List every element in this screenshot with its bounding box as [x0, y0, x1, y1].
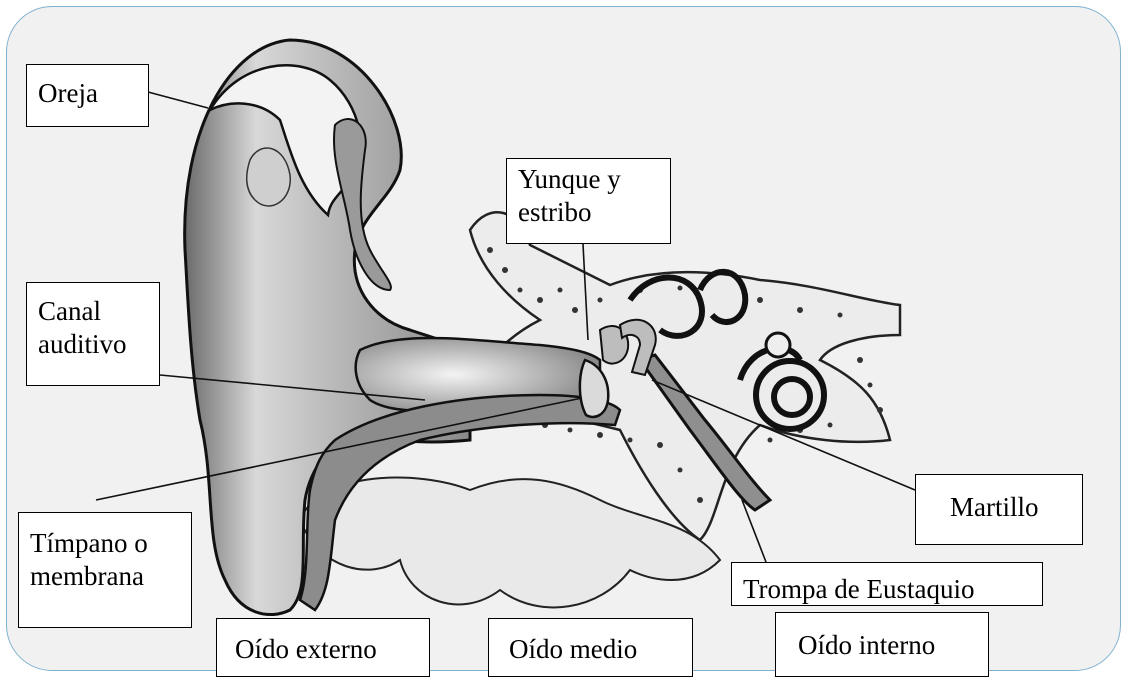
label-oido-externo-text: Oído externo [235, 633, 418, 666]
label-canal-line2: auditivo [38, 328, 148, 361]
label-timpano: Tímpano o membrana [18, 512, 192, 628]
lower-tissue [300, 478, 720, 608]
label-timpano-line2: membrana [30, 560, 180, 593]
leader-oreja [148, 92, 208, 108]
label-canal-line1: Canal [38, 295, 148, 328]
label-oreja: Oreja [26, 64, 149, 127]
label-canal-auditivo: Canal auditivo [26, 282, 160, 386]
label-yunque-estribo: Yunque y estribo [506, 158, 671, 244]
label-martillo-text: Martillo [950, 491, 1056, 524]
label-yunque-line1: Yunque y [518, 163, 659, 196]
label-trompa-eustaquio: Trompa de Eustaquio [731, 562, 1043, 606]
label-timpano-line1: Tímpano o [30, 527, 180, 560]
label-oido-medio-text: Oído medio [509, 633, 681, 666]
label-yunque-line2: estribo [518, 196, 659, 229]
label-oido-externo: Oído externo [216, 618, 430, 677]
label-oido-interno: Oído interno [775, 612, 989, 677]
label-oido-interno-text: Oído interno [798, 629, 977, 662]
label-trompa-text: Trompa de Eustaquio [743, 573, 1031, 606]
round-window [766, 333, 790, 357]
label-oido-medio: Oído medio [488, 618, 693, 677]
label-oreja-text: Oreja [38, 77, 137, 110]
label-martillo: Martillo [915, 474, 1083, 545]
